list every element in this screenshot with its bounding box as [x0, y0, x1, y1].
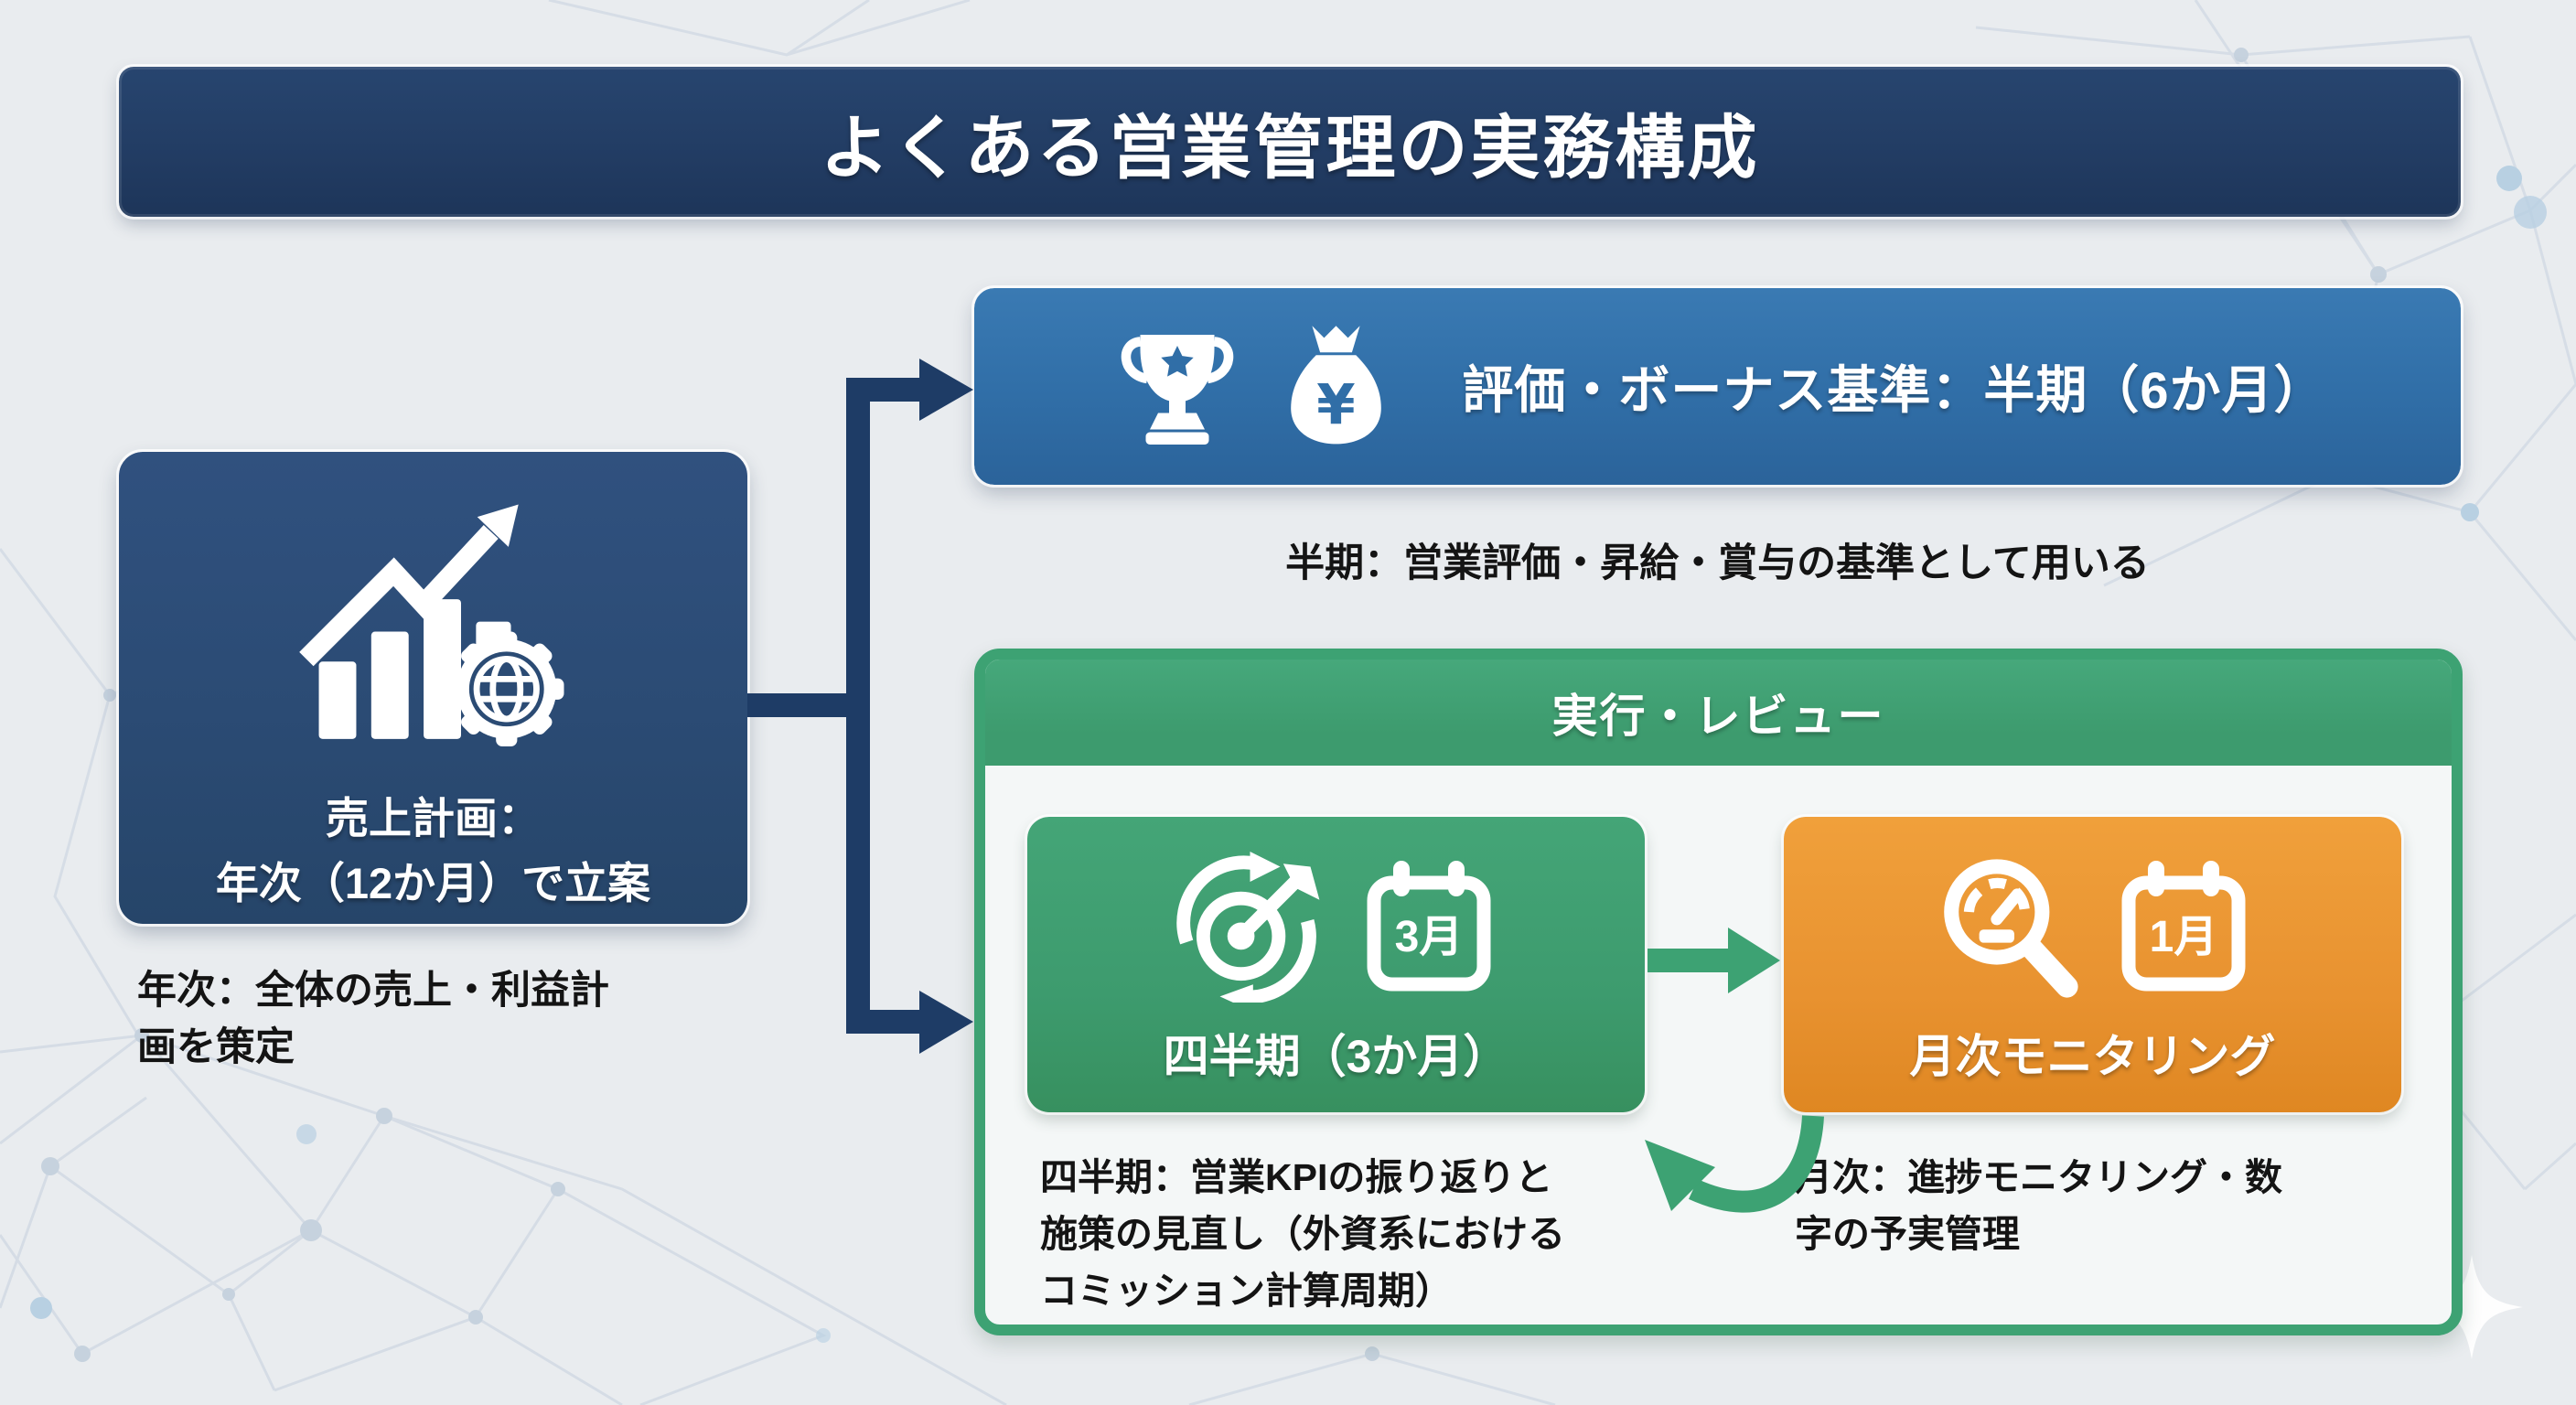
quarter-box: 3月 四半期（3か月）	[1025, 814, 1648, 1115]
evaluation-bonus-box: ¥ 評価・ボーナス基準：半期（6か月）	[971, 285, 2463, 488]
monthly-caption-line2: 字の予実管理	[1795, 1213, 2020, 1255]
calendar-march-label: 3月	[1395, 913, 1464, 961]
page-title: よくある営業管理の実務構成	[820, 110, 1760, 188]
evaluation-bonus-label: 評価・ボーナス基準：半期（6か月）	[1462, 361, 2326, 419]
title-banner: よくある営業管理の実務構成	[116, 64, 2463, 220]
annual-caption: 年次：全体の売上・利益計 画を策定	[137, 962, 778, 1076]
annual-caption-line2: 画を策定	[137, 1025, 295, 1069]
money-bag-icon: ¥	[1270, 318, 1407, 456]
svg-text:¥: ¥	[1317, 372, 1356, 437]
gauge-magnifier-icon	[1934, 853, 2080, 1000]
monthly-box: 1月 月次モニタリング	[1781, 814, 2404, 1115]
quarter-caption-line2: 施策の見直し（外資系における	[1040, 1213, 1565, 1255]
quarter-caption-line3: コミッション計算周期）	[1040, 1270, 1453, 1312]
calendar-january-icon: 1月	[2115, 858, 2252, 995]
execution-review-title: 実行・レビュー	[1551, 691, 1885, 742]
calendar-january-label: 1月	[2149, 913, 2217, 961]
monthly-caption: 月次：進捗モニタリング・数 字の予実管理	[1795, 1149, 2417, 1262]
quarter-caption-line1: 四半期：営業KPIの振り返りと	[1040, 1156, 1553, 1198]
quarter-box-label: 四半期（3か月）	[1163, 1031, 1509, 1082]
trophy-icon	[1109, 318, 1246, 456]
target-cycle-icon	[1175, 851, 1326, 1003]
sales-plan-label-line2: 年次（12か月）で立案	[215, 858, 651, 907]
execution-review-header: 実行・レビュー	[985, 660, 2452, 766]
quarter-caption: 四半期：営業KPIの振り返りと 施策の見直し（外資系における コミッション計算周…	[1040, 1149, 1680, 1319]
sales-plan-label-line1: 売上計画：	[326, 794, 541, 842]
growth-chart-gear-globe-icon	[274, 499, 594, 774]
sales-plan-box: 売上計画： 年次（12か月）で立案	[116, 449, 750, 927]
gear-globe	[448, 631, 564, 746]
monthly-caption-line1: 月次：進捗モニタリング・数	[1795, 1156, 2282, 1198]
accent-dots	[30, 166, 2547, 1343]
sparkle-star	[2420, 1255, 2523, 1359]
monthly-box-label: 月次モニタリング	[1909, 1031, 2276, 1082]
annual-caption-line1: 年次：全体の売上・利益計	[137, 969, 609, 1013]
calendar-march-icon: 3月	[1360, 858, 1497, 995]
sales-plan-label: 売上計画： 年次（12か月）で立案	[216, 787, 650, 916]
half-year-caption: 半期：営業評価・昇給・賞与の基準として用いる	[1285, 542, 2150, 585]
